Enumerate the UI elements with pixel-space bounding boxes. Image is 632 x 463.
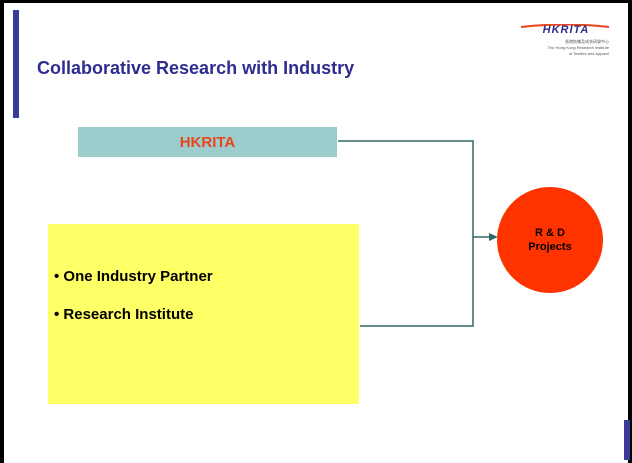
bullet-research-institute: • Research Institute (54, 306, 194, 323)
rd-projects-line1: R & D (535, 227, 565, 239)
hkrita-box-label: HKRITA (179, 133, 236, 151)
hkrita-logo: HKRITA 香港紡織及成衣研發中心 The Hong Kong Researc… (519, 24, 611, 68)
logo-chinese-line: 香港紡織及成衣研發中心 (565, 39, 609, 44)
connector-from-partners (360, 237, 474, 327)
logo-english-line-2: of Textiles and Apparel (568, 51, 609, 56)
slide-border-right (628, 0, 632, 463)
logo-name: HKRITA (542, 24, 590, 36)
bullet-industry-partner: • One Industry Partner (54, 268, 213, 285)
accent-bar-left (13, 10, 19, 118)
rd-projects-circle: R & D Projects (497, 187, 603, 293)
arrowhead-icon (489, 233, 498, 241)
slide-border-left (0, 0, 4, 463)
hkrita-box: HKRITA (78, 127, 337, 157)
slide-border-top (0, 0, 632, 3)
accent-bar-right (624, 420, 630, 460)
rd-projects-line2: Projects (528, 241, 572, 253)
logo-swoosh-icon (520, 24, 610, 28)
connector-from-hkrita (338, 140, 474, 237)
partner-box (48, 224, 359, 404)
slide-title: Collaborative Research with Industry (37, 58, 355, 78)
logo-english-line-1: The Hong Kong Research Institute (547, 45, 609, 50)
